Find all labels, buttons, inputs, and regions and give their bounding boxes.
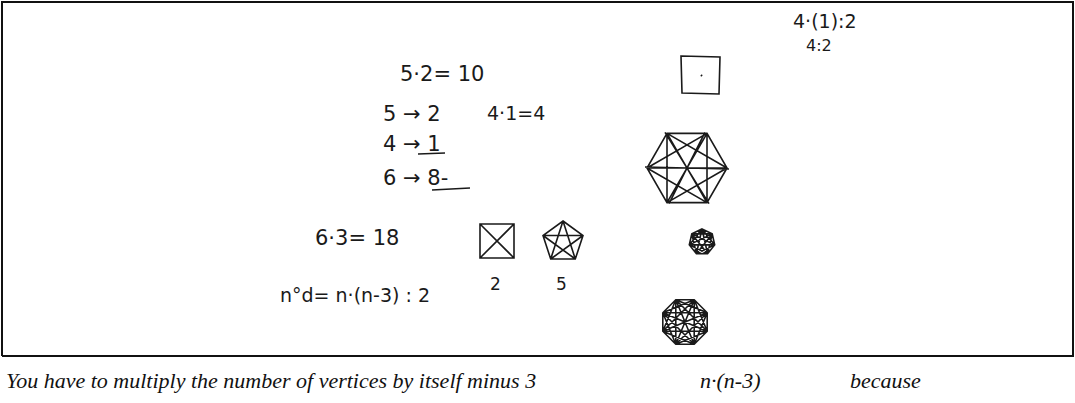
center-dot bbox=[701, 75, 702, 76]
handwritten-note: 6 → 8- bbox=[383, 168, 448, 189]
hexagon-diagonals bbox=[645, 132, 729, 203]
heptagon-diagonals bbox=[689, 229, 714, 254]
caption-text: because bbox=[850, 370, 921, 392]
handwritten-note: 4:2 bbox=[806, 38, 832, 54]
handwritten-note: 5 → 2 bbox=[383, 104, 441, 125]
handwritten-note: 5·2= 10 bbox=[400, 64, 484, 85]
handwritten-note: 4·1=4 bbox=[487, 104, 545, 123]
handwritten-note: 4·(1):2 bbox=[793, 12, 857, 31]
handwritten-note: 5 bbox=[556, 276, 567, 293]
frame-border bbox=[2, 2, 1073, 356]
handwritten-note: 2 bbox=[490, 276, 501, 293]
handwritten-note: 4 → 1 bbox=[383, 134, 441, 155]
pentagon-diagonals bbox=[543, 221, 583, 259]
caption-text: n·(n-3) bbox=[700, 370, 760, 392]
polygon-drawings bbox=[480, 56, 729, 344]
square-shape bbox=[681, 56, 720, 94]
handwritten-note: 6·3= 18 bbox=[315, 228, 399, 249]
handwritten-note: n°d= n·(n-3) : 2 bbox=[280, 286, 430, 305]
caption-text: You have to multiply the number of verti… bbox=[6, 370, 536, 392]
octagon-diagonals bbox=[663, 300, 707, 344]
square-diagonals bbox=[480, 224, 514, 258]
